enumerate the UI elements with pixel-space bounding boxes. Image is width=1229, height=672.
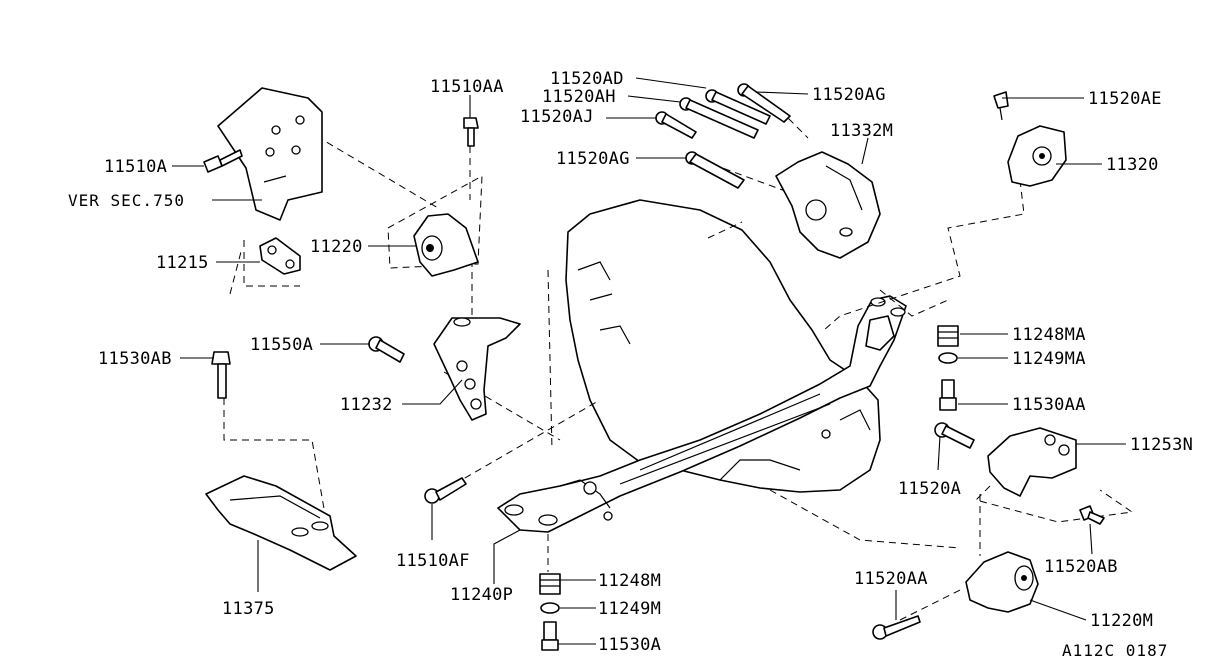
dashed-guides xyxy=(223,109,1134,621)
label-11510AA: 11510AA xyxy=(430,77,504,97)
bolt-11510AF xyxy=(424,477,467,504)
top-bolts-group xyxy=(655,83,791,189)
label-11320: 11320 xyxy=(1106,155,1159,175)
leader-lines xyxy=(172,77,1126,645)
label-11253N: 11253N xyxy=(1130,435,1193,455)
label-11520AA: 11520AA xyxy=(854,569,928,589)
label-11520AH: 11520AH xyxy=(542,87,616,107)
left-bracket xyxy=(217,87,323,221)
label-11530AB: 11530AB xyxy=(98,349,172,369)
insulator-11320 xyxy=(993,91,1067,187)
front-suspension-member xyxy=(497,295,907,533)
bolt-11520AJ xyxy=(655,111,697,139)
washer-11249MA xyxy=(938,352,958,364)
bushing-11248MA xyxy=(937,325,959,347)
part-labels: 11510AA 11520AD 11520AH 11520AJ 11520AG … xyxy=(68,69,1193,660)
bolt-11520AD xyxy=(705,89,771,125)
diagram-code: A112C 0187 xyxy=(1062,641,1168,660)
label-11240P: 11240P xyxy=(450,585,513,605)
bolt-11520A xyxy=(934,422,975,449)
bolt-11530A xyxy=(541,621,559,651)
bolt-11530AB xyxy=(211,351,231,399)
label-11520AG-mid: 11520AG xyxy=(556,149,630,169)
label-11520AE: 11520AE xyxy=(1088,89,1162,109)
bolt-11520AG-mid xyxy=(685,151,745,189)
label-11220M: 11220M xyxy=(1090,611,1153,631)
label-11520AD: 11520AD xyxy=(550,69,624,89)
bolt-11520AH xyxy=(679,97,759,139)
bushing-11248M xyxy=(539,573,561,595)
label-ver-sec-750: VER SEC.750 xyxy=(68,191,185,210)
bolt-11520AA xyxy=(872,615,921,640)
label-11215: 11215 xyxy=(156,253,209,273)
bracket-11375 xyxy=(205,475,357,571)
label-11520AG-top: 11520AG xyxy=(812,85,886,105)
mount-bracket-11332M xyxy=(775,151,881,259)
bolt-11510A xyxy=(203,149,243,173)
bolt-11550A xyxy=(368,336,405,363)
label-11248M: 11248M xyxy=(598,571,661,591)
label-11510A: 11510A xyxy=(104,157,167,177)
bolt-11510AA xyxy=(463,117,479,147)
label-11332M: 11332M xyxy=(830,121,893,141)
label-11249MA: 11249MA xyxy=(1012,349,1086,369)
bolt-11520AB xyxy=(1079,505,1105,525)
insulator-11220M xyxy=(965,551,1039,613)
label-11530A: 11530A xyxy=(598,635,661,655)
label-11530AA: 11530AA xyxy=(1012,395,1086,415)
bolt-11520AG-top xyxy=(737,83,791,123)
label-11375: 11375 xyxy=(222,599,275,619)
label-11232: 11232 xyxy=(340,395,393,415)
washer-11249M xyxy=(540,602,560,614)
plate-11215 xyxy=(259,237,301,275)
engine-block xyxy=(565,199,881,493)
label-11520AJ: 11520AJ xyxy=(520,107,594,127)
label-11550A: 11550A xyxy=(250,335,313,355)
label-11248MA: 11248MA xyxy=(1012,325,1086,345)
bolt-11530AA xyxy=(939,379,957,411)
label-11249M: 11249M xyxy=(598,599,661,619)
label-11220: 11220 xyxy=(310,237,363,257)
label-11520A: 11520A xyxy=(898,479,961,499)
bracket-11232 xyxy=(433,317,521,421)
insulator-11220 xyxy=(413,213,479,277)
label-11510AF: 11510AF xyxy=(396,551,470,571)
bracket-11253N xyxy=(987,427,1077,497)
label-11520AB: 11520AB xyxy=(1044,557,1118,577)
